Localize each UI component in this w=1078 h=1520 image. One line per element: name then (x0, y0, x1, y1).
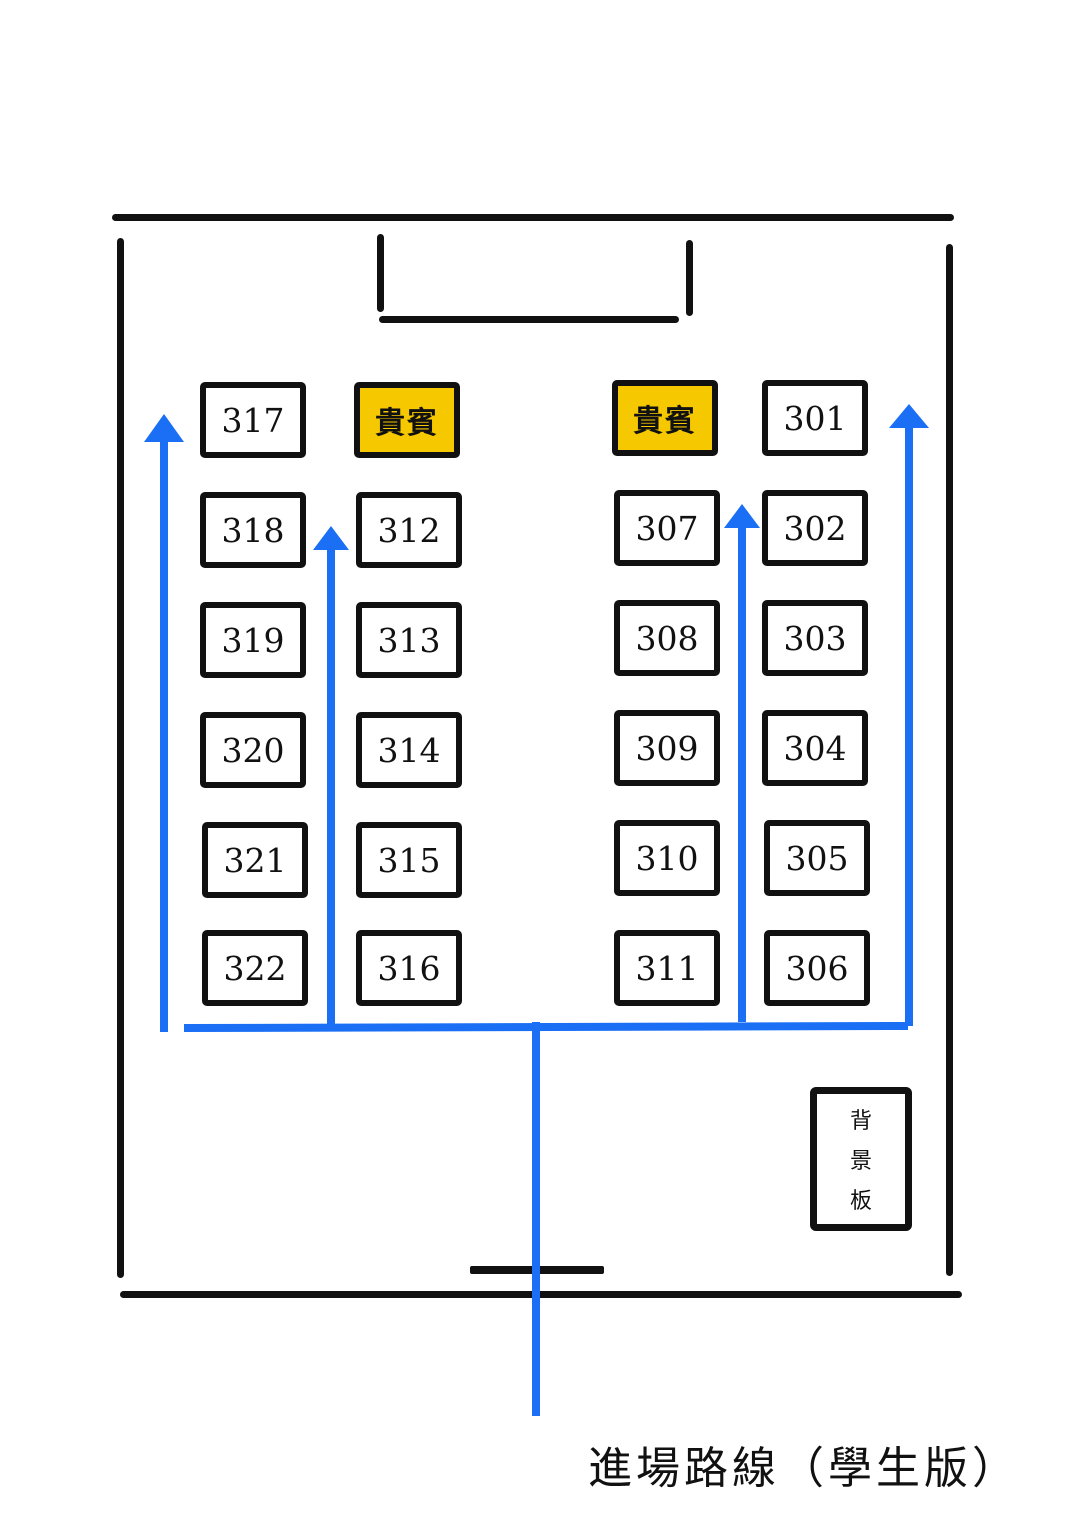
arrowhead-outer-right (889, 404, 929, 428)
backdrop-char-2: 景 (849, 1149, 872, 1174)
seat-301: 301 (762, 380, 868, 456)
bottom-wall (120, 1291, 962, 1298)
seat-308: 308 (614, 600, 720, 676)
seat-302: 302 (762, 490, 868, 566)
stage-right-side (686, 240, 693, 316)
seat-317: 317 (200, 382, 306, 458)
backdrop-char-1: 背 (849, 1109, 872, 1134)
diagram-caption: 進場路線（學生版） (588, 1443, 1020, 1494)
seat-312: 312 (356, 492, 462, 568)
seat-305: 305 (764, 820, 870, 896)
top-wall (112, 214, 954, 221)
arrowhead-inner-right (724, 504, 760, 528)
right-wall (946, 244, 953, 1276)
seat-314: 314 (356, 712, 462, 788)
seat-vip-left: 貴賓 (354, 382, 460, 458)
arrowhead-outer-left (144, 414, 184, 442)
seat-304: 304 (762, 710, 868, 786)
seat-306: 306 (764, 930, 870, 1006)
seat-310: 310 (614, 820, 720, 896)
seat-321: 321 (202, 822, 308, 898)
seat-311: 311 (614, 930, 720, 1006)
seat-322: 322 (202, 930, 308, 1006)
seat-315: 315 (356, 822, 462, 898)
backdrop-char-3: 板 (849, 1189, 872, 1214)
seat-307: 307 (614, 490, 720, 566)
left-wall (117, 238, 124, 1278)
seat-320: 320 (200, 712, 306, 788)
seat-vip-right: 貴賓 (612, 380, 718, 456)
seat-318: 318 (200, 492, 306, 568)
stage-left-side (377, 234, 384, 312)
route-cross-bar (183, 1021, 909, 1033)
backdrop-board: 背 景 板 (810, 1087, 912, 1231)
seat-303: 303 (762, 600, 868, 676)
stage-front (379, 316, 679, 323)
seat-313: 313 (356, 602, 462, 678)
seat-316: 316 (356, 930, 462, 1006)
seat-309: 309 (614, 710, 720, 786)
seat-319: 319 (200, 602, 306, 678)
arrowhead-inner-left (313, 526, 349, 550)
